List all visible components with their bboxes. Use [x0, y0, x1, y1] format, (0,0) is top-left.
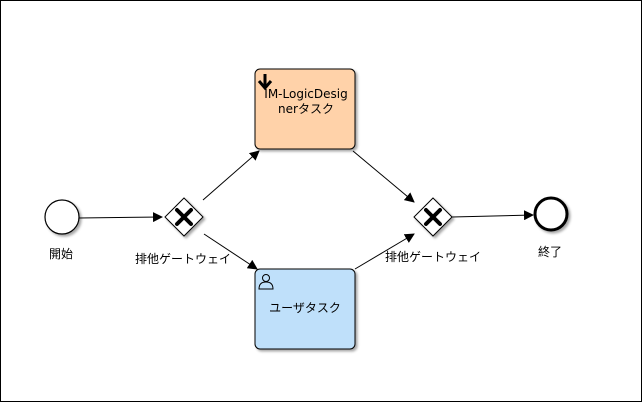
exclusive-gateway-x-icon	[424, 208, 442, 226]
exclusive-gateway-x-icon	[175, 208, 193, 226]
gateway-split-label: 排他ゲートウェイ	[135, 252, 232, 266]
gateway-join-label: 排他ゲートウェイ	[385, 250, 482, 264]
start-event-label: 開始	[49, 247, 74, 261]
flow-gateway-to-logic-task[interactable]	[202, 150, 260, 201]
end-event[interactable]	[533, 196, 569, 232]
end-event-label: 終了	[538, 245, 563, 259]
task-logic-designer-label: IM-LogicDesignerタスク	[264, 87, 348, 116]
task-user[interactable]	[254, 268, 356, 350]
flow-gateway-to-user-task[interactable]	[203, 233, 258, 270]
start-event[interactable]	[44, 199, 80, 235]
user-icon	[258, 274, 274, 290]
exclusive-gateway-split[interactable]	[164, 197, 204, 237]
flow-logic-task-to-join[interactable]	[352, 150, 415, 203]
flow-start-to-gateway[interactable]	[78, 212, 163, 223]
task-logic-designer[interactable]	[254, 68, 356, 150]
flow-join-to-end[interactable]	[451, 210, 534, 221]
exclusive-gateway-join[interactable]	[413, 197, 453, 237]
flow-user-task-to-join[interactable]	[354, 233, 415, 270]
task-user-label: ユーザタスク	[269, 301, 341, 315]
down-arrow-icon	[257, 74, 273, 91]
